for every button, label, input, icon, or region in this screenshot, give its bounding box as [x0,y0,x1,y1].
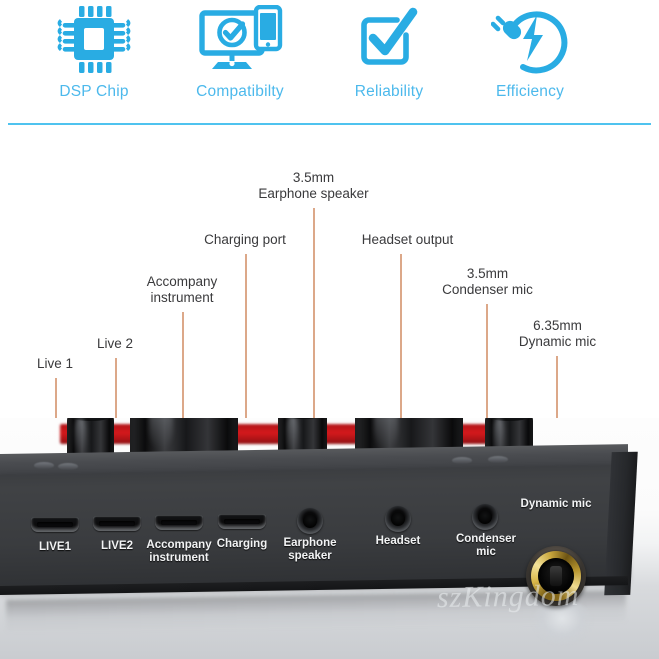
feature-dsp-chip: DSP Chip [19,4,169,120]
callout-accompany-instrument: Accompany instrument [122,274,242,305]
port-live1-microusb[interactable] [31,517,79,532]
top-vent-right [452,457,472,464]
feature-compatibility: Compatibilty [165,4,315,120]
panel-label-condenser-mic: Condenser mic [443,533,529,559]
panel-label-charging: Charging [202,538,282,551]
callout-dynamic-mic: 6.35mm Dynamic mic [490,318,625,349]
top-vent-right-2 [488,456,508,463]
callout-line-1: Live 2 [96,336,134,351]
panel-label-line-1: Condenser [455,533,517,545]
port-headset-jack[interactable] [385,506,411,532]
panel-label-line-1: Headset [375,535,421,547]
top-vent-left [34,462,54,469]
callout-headset-output: Headset output [340,232,475,248]
feature-label: Compatibilty [196,83,284,100]
plug-lightning-icon [455,4,605,76]
callout-line-1: Live 1 [36,356,74,371]
callout-line-1: 3.5mm [292,170,335,185]
leader-line-earphone-speaker [313,208,315,525]
checkbox-check-icon [314,4,464,76]
callout-line-2: Dynamic mic [518,333,597,349]
callout-live-1: Live 1 [0,356,110,372]
panel-label-line-2: instrument [149,552,209,564]
feature-label: Efficiency [495,83,565,100]
panel-label-line-2: mic [476,546,496,558]
panel-label-line-1: Accompany [146,539,212,551]
callout-line-2: instrument [150,289,214,305]
gold-jack-reflection [530,600,594,646]
port-accompany-instrument-microusb[interactable] [155,515,203,530]
feature-efficiency: Efficiency [455,4,605,120]
callout-earphone-speaker: 3.5mm Earphone speaker [236,170,391,201]
panel-label-accompany-instrument: Accompany instrument [131,539,227,565]
panel-label-live2: LIVE2 [77,540,157,553]
panel-label-live1: LIVE1 [15,541,95,554]
feature-label: Reliability [354,83,424,100]
port-charging-microusb[interactable] [218,514,266,529]
top-vent-left-2 [58,463,78,470]
feature-reliability: Reliability [314,4,464,120]
callout-line-1: Headset output [361,232,454,247]
port-condenser-mic-jack[interactable] [472,504,498,530]
callout-live-2: Live 2 [60,336,170,352]
callout-line-1: 3.5mm [466,266,509,281]
device-photo: LIVE1 LIVE2 Accompany instrument Chargin… [0,418,659,659]
panel-label-line-2: speaker [288,550,332,562]
port-live2-microusb[interactable] [93,516,141,531]
panel-label-line-1: LIVE2 [101,540,133,552]
callout-line-1: Charging port [204,232,286,247]
leader-line-headset-output [400,254,402,525]
callout-line-1: 6.35mm [533,318,582,333]
callout-line-2: Earphone speaker [258,185,369,201]
panel-label-line-1: LIVE1 [39,541,71,553]
feature-bar: DSP Chip [0,0,659,128]
callout-line-1: Accompany [146,274,218,289]
panel-label-line-1: Charging [216,538,268,550]
panel-label-headset: Headset [360,535,436,548]
panel-label-line-2: mic [571,498,592,510]
header-divider [8,123,651,125]
panel-label-dynamic-mic: Dynamic mic [520,498,592,511]
microchip-icon [19,4,169,76]
panel-label-line-1: Earphone [283,537,337,549]
monitor-check-smartphone-icon [165,4,315,76]
callout-condenser-mic: 3.5mm Condenser mic [420,266,555,297]
panel-label-line-1: Dynamic [520,498,569,510]
callout-line-2: Condenser mic [442,281,533,297]
callout-charging-port: Charging port [185,232,305,248]
port-dynamic-mic-jack-635[interactable] [526,546,586,606]
feature-label: DSP Chip [59,83,129,100]
leader-line-condenser-mic [486,304,488,525]
leader-line-charging-port [245,254,247,525]
port-earphone-speaker-jack[interactable] [297,508,323,534]
panel-label-earphone-speaker: Earphone speaker [267,537,353,563]
